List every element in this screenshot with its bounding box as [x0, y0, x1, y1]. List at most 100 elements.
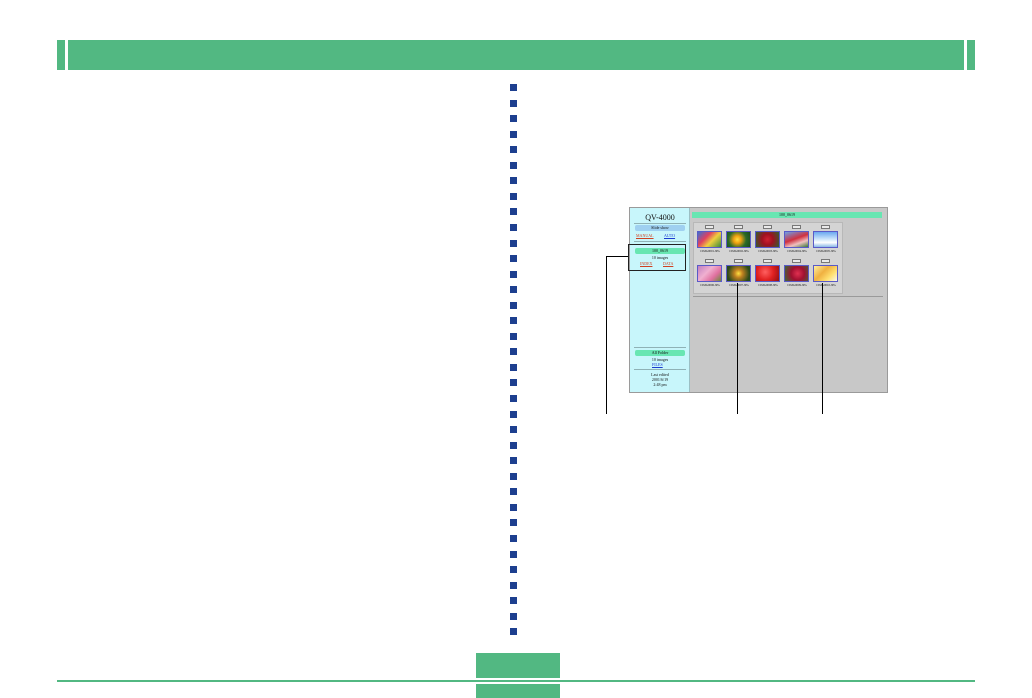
callout-line-folder: [606, 256, 607, 414]
thumbnail-tag: [763, 225, 772, 229]
flower3-icon[interactable]: [755, 231, 780, 248]
bullet-square: [510, 473, 517, 480]
bullet-square: [510, 551, 517, 558]
thumbnail-filename[interactable]: CIMG0009.JPG: [787, 283, 807, 287]
last-edited-time: 2:48 pm: [653, 382, 667, 387]
thumbnail-filename[interactable]: CIMG0002.JPG: [729, 249, 749, 253]
callout-line-image: [737, 283, 738, 414]
last-edited-date: 2001/6/19: [651, 377, 669, 382]
screenshot-sidebar: QV-4000 Slide show MANUAL AUTO 100_0619 …: [630, 208, 690, 392]
footer-line: [57, 680, 975, 682]
bullet-square: [510, 504, 517, 511]
thumbnail-area: CIMG0001.JPG CIMG0002.JPG CIMG0003.JPG CIMG…: [693, 222, 843, 294]
thumbnail-tag: [705, 259, 714, 263]
bullet-square: [510, 177, 517, 184]
red-flower-icon[interactable]: [755, 265, 780, 282]
main-rule: [693, 296, 883, 297]
bullet-square: [510, 535, 517, 542]
bullet-square: [510, 348, 517, 355]
bullet-square: [510, 379, 517, 386]
slideshow-label: Slide show: [635, 225, 685, 231]
bullet-square: [510, 224, 517, 231]
main-folder-title: 100_0619: [692, 212, 882, 218]
index-link[interactable]: INDEX: [640, 261, 653, 266]
thumbnail-tag: [821, 225, 830, 229]
sidebar-rule: [634, 241, 686, 242]
thumbnail-filename[interactable]: CIMG0010.JPG: [816, 283, 836, 287]
sidebar-rule: [634, 223, 686, 224]
bullet-square: [510, 426, 517, 433]
column-divider-bullets: [510, 84, 520, 644]
thumbnail-filename[interactable]: CIMG0001.JPG: [700, 249, 720, 253]
bullet-square: [510, 255, 517, 262]
thumbnail-tag: [792, 225, 801, 229]
page-tab: [476, 653, 560, 678]
browser-screenshot: QV-4000 Slide show MANUAL AUTO 100_0619 …: [628, 207, 888, 393]
bullet-square: [510, 628, 517, 635]
thumbnail-filename[interactable]: CIMG0003.JPG: [758, 249, 778, 253]
thumbnail-tag: [763, 259, 772, 263]
flower1-icon[interactable]: [697, 231, 722, 248]
bullet-square: [510, 146, 517, 153]
bullet-square: [510, 411, 517, 418]
bullet-square: [510, 84, 517, 91]
bullet-square: [510, 566, 517, 573]
callout-line-filename: [822, 283, 823, 414]
all-folder-label: All Folder: [635, 350, 685, 356]
bullet-square: [510, 302, 517, 309]
yellow-flower-icon[interactable]: [726, 265, 751, 282]
model-name: QV-4000: [645, 213, 675, 222]
last-edited-label: Last edited: [651, 372, 669, 377]
folder-info-box: [628, 244, 686, 271]
data-link[interactable]: DATA: [663, 261, 674, 266]
files-link[interactable]: FILES: [652, 362, 663, 367]
thumbnail-filename[interactable]: CIMG0004.JPG: [787, 249, 807, 253]
bullet-square: [510, 271, 517, 278]
manual-link[interactable]: MANUAL: [636, 233, 654, 238]
bullet-square: [510, 597, 517, 604]
thumbnail-filename[interactable]: CIMG0008.JPG: [758, 283, 778, 287]
bullet-square: [510, 442, 517, 449]
pink-flower-icon[interactable]: [697, 265, 722, 282]
bullet-square: [510, 333, 517, 340]
bullet-square: [510, 131, 517, 138]
roses-icon[interactable]: [784, 265, 809, 282]
bullet-square: [510, 100, 517, 107]
thumbnail-filename[interactable]: CIMG0007.JPG: [729, 283, 749, 287]
bullet-square: [510, 582, 517, 589]
bullet-square: [510, 519, 517, 526]
all-folder-count: 10 images: [651, 357, 669, 362]
flower2-icon[interactable]: [726, 231, 751, 248]
bullet-square: [510, 115, 517, 122]
folder-name-label: 100_0619: [635, 248, 685, 254]
thumbnail-filename[interactable]: CIMG0005.JPG: [816, 249, 836, 253]
page-tab-lower: [476, 684, 560, 698]
bullet-square: [510, 208, 517, 215]
thumbnail-tag: [734, 259, 743, 263]
header-bar: [57, 40, 975, 70]
thumbnail-tag: [734, 225, 743, 229]
bullet-square: [510, 317, 517, 324]
folder-image-count: 10 images: [651, 255, 669, 260]
bullet-square: [510, 286, 517, 293]
bullet-square: [510, 240, 517, 247]
header-notch-left: [65, 40, 68, 70]
bullet-square: [510, 162, 517, 169]
bullet-square: [510, 613, 517, 620]
header-notch-right: [964, 40, 967, 70]
bullet-square: [510, 457, 517, 464]
sidebar-rule: [634, 369, 686, 370]
sidebar-rule: [634, 347, 686, 348]
callout-line-folder-tick: [606, 256, 628, 257]
bullet-square: [510, 364, 517, 371]
thumbnail-tag: [821, 259, 830, 263]
thumbnail-tag: [792, 259, 801, 263]
thumbnail-tag: [705, 225, 714, 229]
auto-link[interactable]: AUTO: [664, 233, 676, 238]
sky-icon[interactable]: [813, 231, 838, 248]
flower4-icon[interactable]: [784, 231, 809, 248]
thumbnail-filename[interactable]: CIMG0006.JPG: [700, 283, 720, 287]
bullet-square: [510, 488, 517, 495]
orange-flower-icon[interactable]: [813, 265, 838, 282]
bullet-square: [510, 395, 517, 402]
